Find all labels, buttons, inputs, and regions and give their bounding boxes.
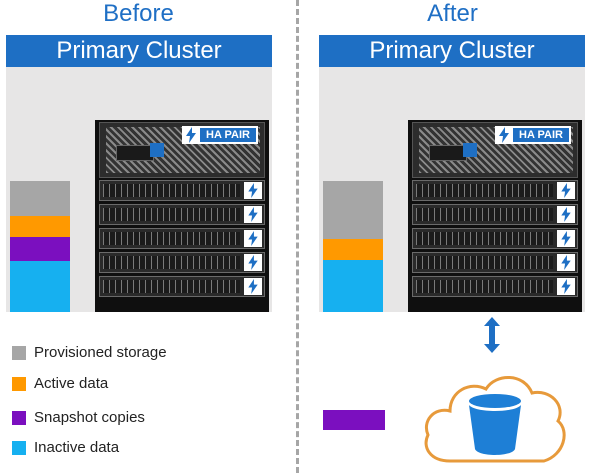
disk-shelf xyxy=(99,180,265,201)
stack-provisioned-segment xyxy=(323,181,383,239)
controller-head: HA PAIR xyxy=(99,122,265,178)
stack-provisioned-segment xyxy=(10,181,70,216)
after-heading: After xyxy=(427,0,478,27)
legend-label: Provisioned storage xyxy=(34,344,167,361)
disk-shelf xyxy=(412,276,578,297)
stack-inactive-segment xyxy=(10,261,70,312)
legend-swatch xyxy=(12,377,26,391)
controller-handle xyxy=(429,145,467,161)
stack-active-segment xyxy=(323,239,383,260)
bolt-icon xyxy=(557,230,575,247)
cloud-bucket-icon xyxy=(420,369,570,472)
after-cluster-panel: Primary Cluster HA PAIR xyxy=(319,35,585,312)
ha-pair-badge: HA PAIR xyxy=(495,126,571,144)
bolt-icon xyxy=(557,278,575,295)
netapp-logo-icon xyxy=(463,143,477,157)
legend-swatch xyxy=(12,441,26,455)
disk-shelf xyxy=(99,276,265,297)
after-cluster-title: Primary Cluster xyxy=(319,35,585,67)
disk-shelf xyxy=(99,252,265,273)
disk-shelf xyxy=(412,252,578,273)
bolt-icon xyxy=(557,206,575,223)
legend-label: Snapshot copies xyxy=(34,409,145,426)
legend-swatch xyxy=(12,346,26,360)
bolt-icon xyxy=(244,206,262,223)
stack-inactive-segment xyxy=(323,260,383,312)
legend-label: Active data xyxy=(34,375,109,392)
ha-pair-badge: HA PAIR xyxy=(182,126,258,144)
stack-active-segment xyxy=(10,216,70,237)
disk-shelf xyxy=(412,180,578,201)
bolt-icon xyxy=(557,254,575,271)
disk-shelf xyxy=(99,228,265,249)
dashed-divider xyxy=(296,0,299,473)
ha-pair-label: HA PAIR xyxy=(513,128,569,142)
before-cluster-title: Primary Cluster xyxy=(6,35,272,67)
netapp-logo-icon xyxy=(150,143,164,157)
controller-handle xyxy=(116,145,154,161)
before-ha-pair-system: HA PAIR xyxy=(95,120,269,312)
bolt-icon xyxy=(244,254,262,271)
before-storage-stack xyxy=(10,181,70,312)
after-ha-pair-system: HA PAIR xyxy=(408,120,582,312)
controller-head: HA PAIR xyxy=(412,122,578,178)
bolt-icon xyxy=(495,126,513,144)
bolt-icon xyxy=(244,278,262,295)
tiered-snapshot-bar xyxy=(323,410,385,430)
disk-shelf xyxy=(99,204,265,225)
before-cluster-panel: Primary Cluster HA PAIR xyxy=(6,35,272,312)
after-storage-stack xyxy=(323,181,383,312)
bolt-icon xyxy=(182,126,200,144)
bolt-icon xyxy=(557,182,575,199)
ha-pair-label: HA PAIR xyxy=(200,128,256,142)
bolt-icon xyxy=(244,230,262,247)
stack-snapshot-segment xyxy=(10,237,70,261)
disk-shelf xyxy=(412,204,578,225)
legend-swatch xyxy=(12,411,26,425)
disk-shelf xyxy=(412,228,578,249)
legend-label: Inactive data xyxy=(34,439,120,456)
bidirectional-arrow-icon xyxy=(483,317,501,358)
before-heading: Before xyxy=(103,0,174,27)
bolt-icon xyxy=(244,182,262,199)
